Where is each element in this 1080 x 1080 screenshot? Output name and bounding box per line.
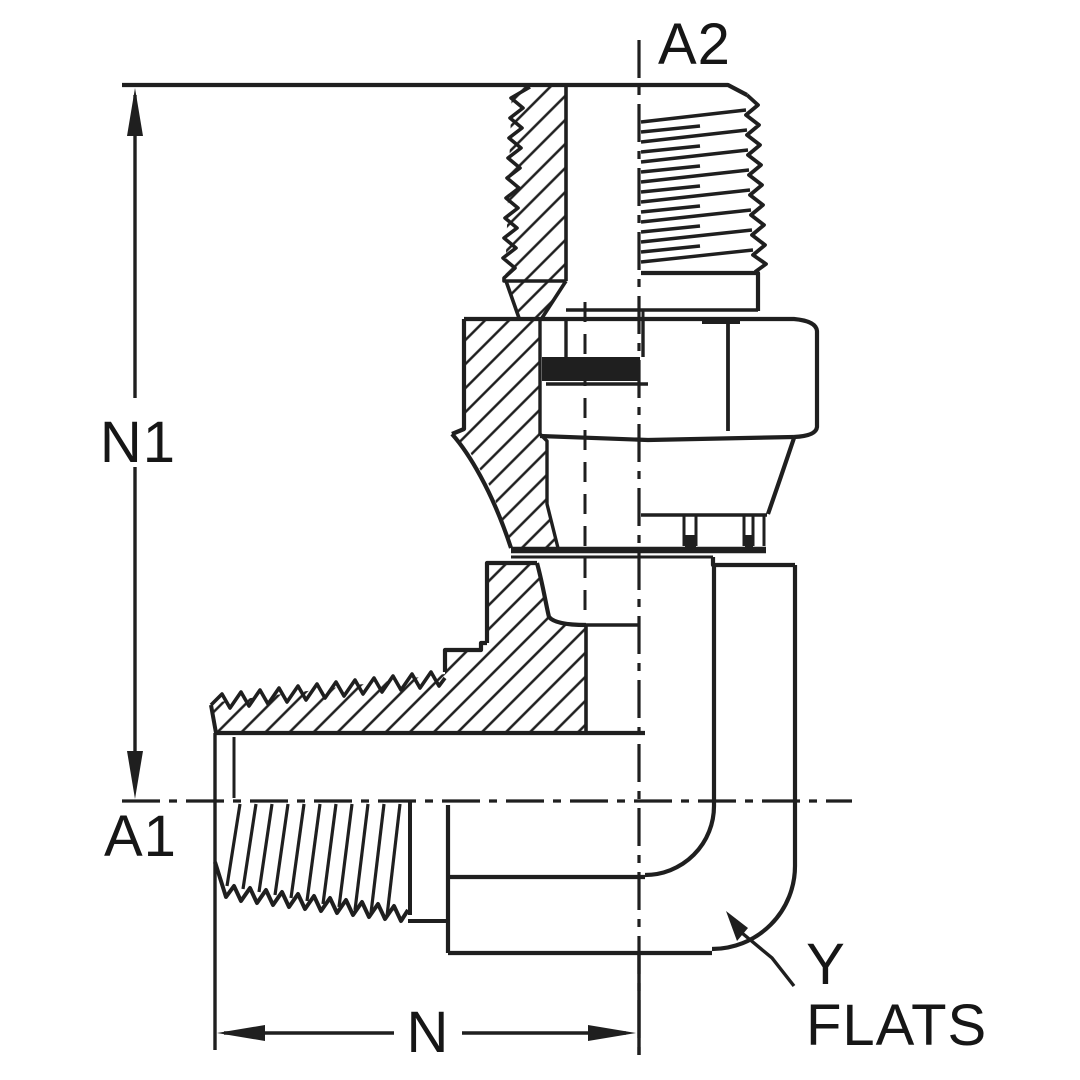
top-edge-line: [122, 82, 748, 97]
body-outer-corner-radius: [711, 865, 798, 952]
hatch-nut-wall-section: [452, 319, 558, 548]
section-hatch-areas: [211, 87, 586, 733]
n1-arrow-up: [127, 88, 143, 136]
label-a1: A1: [104, 804, 177, 869]
elbow-body: [216, 557, 798, 956]
dimension-n: [213, 733, 641, 1055]
body-bore-channel: [584, 623, 639, 733]
y-flats-leader: [726, 911, 796, 988]
hex-top-right-edge: [464, 316, 820, 440]
lower-thread-a1: [209, 670, 448, 923]
hatch-body-section: [211, 563, 586, 733]
label-n1: N1: [100, 410, 176, 475]
hatch-funnel-section: [506, 281, 566, 318]
label-y: Y: [806, 932, 846, 997]
cone-left-edge: [450, 432, 513, 549]
n-arrow-left: [217, 1025, 265, 1041]
hex-bottom-edge: [539, 433, 795, 443]
n1-arrow-down: [127, 751, 143, 799]
label-n: N: [407, 1000, 450, 1065]
y-leader-line: [740, 931, 796, 988]
body-section-steps: [442, 640, 487, 672]
thread-crest-zigzag-right: [744, 93, 768, 274]
seals: [542, 357, 753, 548]
thread-section-zigzag-left: [501, 85, 566, 283]
label-flats: FLATS: [806, 993, 987, 1058]
thread-crest-zigzag-bottom: [213, 861, 410, 923]
thread-section-zigzag-top: [209, 670, 447, 710]
thread-crest-lines: [640, 108, 754, 264]
funnel-edges: [504, 280, 568, 319]
dimension-n1: [127, 88, 143, 799]
collet-slot-right: [745, 535, 753, 548]
thread-left-chamfer: [209, 704, 218, 734]
hex-left-edge: [451, 319, 467, 436]
thread-bottom-shank: [641, 270, 761, 311]
labels: A2 N1 A1 N Y FLATS: [100, 12, 987, 1065]
cone-right-edge: [766, 437, 796, 515]
centerlines: [122, 40, 852, 1058]
label-a2: A2: [658, 12, 731, 77]
upper-thread-a2: [122, 82, 768, 319]
body-top-right-edge: [710, 557, 795, 568]
n-arrow-right: [588, 1025, 636, 1041]
nut-inner-wall: [538, 319, 560, 549]
thread-flank-lines: [225, 803, 402, 917]
collet-slot-left: [685, 535, 696, 548]
o-ring: [542, 357, 640, 381]
body-section-wall: [484, 560, 537, 643]
thread-right-end: [408, 802, 448, 923]
body-inner-corner: [644, 565, 717, 878]
hatch-upper-thread-section: [505, 87, 566, 281]
nipple-tube-walls: [546, 319, 648, 386]
body-section-wall-curve: [534, 562, 587, 628]
